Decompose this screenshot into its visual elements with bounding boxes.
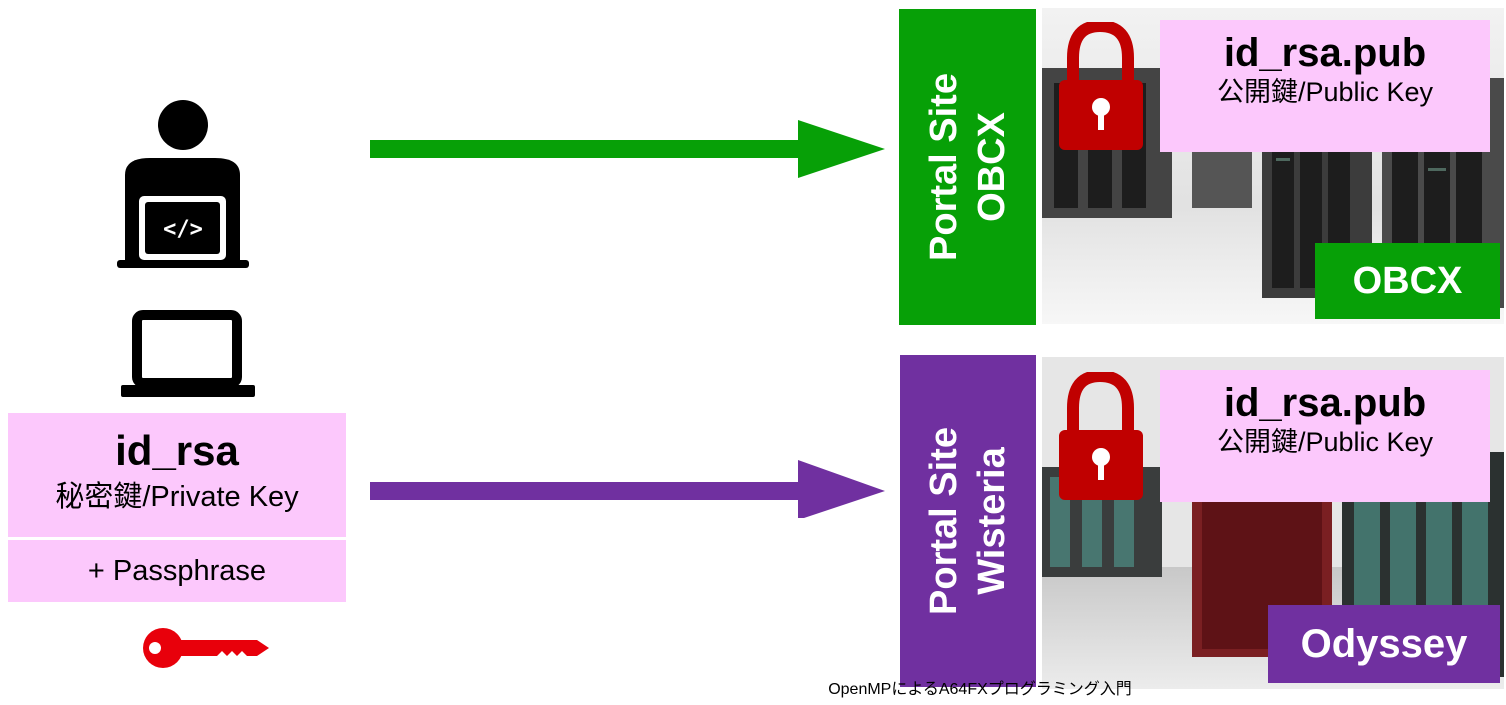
footer-caption: OpenMPによるA64FXプログラミング入門 bbox=[828, 681, 1132, 698]
portal-wisteria-line1: Portal Site bbox=[923, 427, 965, 615]
private-key-filename: id_rsa bbox=[115, 427, 239, 474]
public-key-box-obcx: id_rsa.pub 公開鍵/Public Key bbox=[1160, 20, 1490, 152]
public-key-box-odyssey: id_rsa.pub 公開鍵/Public Key bbox=[1160, 370, 1490, 502]
arrow-to-wisteria bbox=[370, 460, 885, 518]
machine-label-obcx: OBCX bbox=[1315, 243, 1500, 319]
svg-text:</>: </> bbox=[163, 217, 203, 242]
public-key-filename: id_rsa.pub bbox=[1223, 381, 1427, 425]
portal-site-obcx: Portal Site OBCX bbox=[899, 9, 1036, 325]
padlock-icon bbox=[1059, 22, 1143, 150]
private-key-box: id_rsa 秘密鍵/Private Key bbox=[8, 413, 346, 537]
machine-label-odyssey: Odyssey bbox=[1268, 605, 1500, 683]
passphrase-box: + Passphrase bbox=[8, 540, 346, 602]
portal-wisteria-line2: Wisteria bbox=[971, 447, 1013, 595]
public-key-filename: id_rsa.pub bbox=[1223, 31, 1427, 75]
portal-obcx-line2: OBCX bbox=[970, 112, 1013, 222]
public-key-label: 公開鍵/Public Key bbox=[1216, 77, 1434, 107]
padlock-icon bbox=[1059, 372, 1143, 500]
person-laptop-icon: </> bbox=[117, 100, 255, 397]
key-icon bbox=[143, 628, 269, 668]
arrow-to-obcx bbox=[370, 120, 885, 178]
private-key-label: 秘密鍵/Private Key bbox=[55, 481, 299, 513]
portal-site-wisteria: Portal Site Wisteria bbox=[900, 355, 1036, 687]
portal-obcx-line1: Portal Site bbox=[922, 73, 965, 261]
public-key-label: 公開鍵/Public Key bbox=[1216, 427, 1434, 457]
